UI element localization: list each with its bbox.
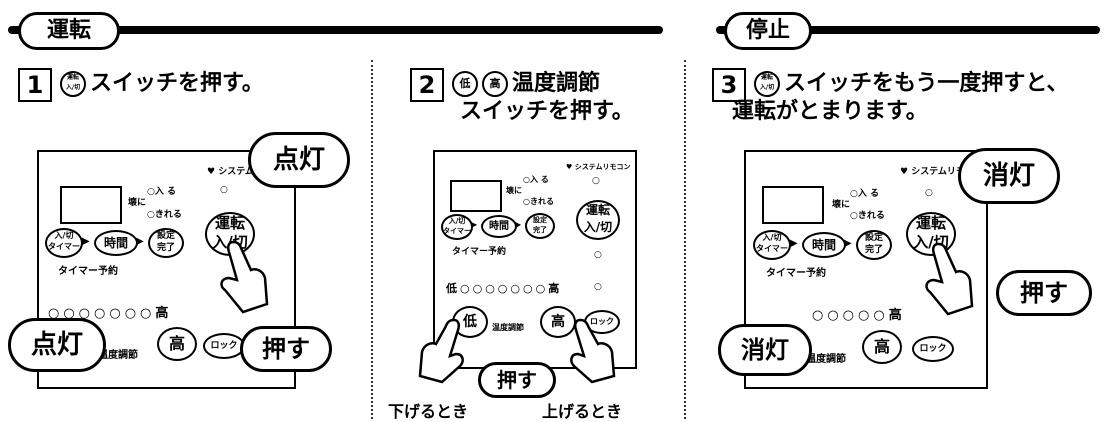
run-indicator-dot: ○ [925, 188, 933, 198]
indicator-on: ○入 る [850, 189, 879, 199]
hand-pointer-icon [220, 240, 269, 314]
set-button[interactable]: 設定完了 [525, 213, 555, 239]
arrow-icon: ▶ [844, 238, 852, 249]
press-callout: 押す [478, 362, 556, 398]
timer-button[interactable]: 入/切タイマー [753, 230, 791, 260]
lit-callout: 点灯 [8, 318, 106, 372]
press-callout: 押す [996, 270, 1092, 316]
indicator-off: ○きれる [523, 197, 554, 206]
indicator-dot: ○ [594, 250, 602, 260]
arrow-icon: ▶ [515, 220, 522, 229]
time-button[interactable]: 時間 [481, 215, 517, 238]
step-instruction: 低高温度調節 [452, 70, 600, 98]
temp-high-button[interactable]: 高 [157, 327, 197, 361]
lcd-display [60, 186, 122, 224]
temp-high-button[interactable]: 高 [540, 306, 576, 338]
indicator-mid: 壊に [832, 200, 851, 210]
hand-pointer-icon [418, 318, 464, 384]
run-indicator-dot: ○ [220, 185, 228, 195]
indicator-mid: 壊に [506, 186, 522, 195]
timer-caption: タイマー予約 [58, 266, 118, 277]
lcd-display [450, 180, 502, 212]
step-instruction: 運転入/切スイッチを押す。 [60, 70, 264, 98]
hand-pointer-icon [570, 318, 616, 384]
indicator-mid: 壊に [128, 198, 147, 208]
run-button[interactable]: 運転入/切 [576, 200, 620, 240]
temp-level-dots: 低○○○○○○○高 [446, 282, 563, 295]
step-number: 2 [410, 68, 444, 102]
temp-level-dots: ○○○○○高 [812, 308, 906, 323]
off-callout: 消灯 [958, 148, 1060, 204]
set-button[interactable]: 設定完了 [856, 230, 892, 260]
header-bar-run [8, 26, 663, 34]
temp-low-icon: 低 [452, 71, 478, 97]
set-button[interactable]: 設定完了 [148, 228, 184, 258]
header-run: 運転 [18, 12, 120, 50]
header-bar-stop [716, 26, 1100, 34]
indicator-on: ○入 る [147, 187, 176, 197]
press-callout: 押す [240, 326, 332, 372]
indicator-dot: ○ [594, 282, 602, 292]
run-switch-icon: 運転入/切 [754, 71, 780, 97]
temp-high-icon: 高 [482, 71, 508, 97]
off-callout: 消灯 [718, 324, 812, 376]
separator-1 [371, 60, 373, 419]
lcd-display [762, 186, 824, 224]
step-instruction: 運転入/切スイッチをもう一度押すと、 [754, 70, 1068, 98]
run-indicator-dot: ○ [592, 176, 600, 186]
temp-caption: 温度調節 [492, 323, 524, 332]
raise-caption: 上げるとき [542, 402, 623, 421]
time-button[interactable]: 時間 [94, 230, 138, 256]
lock-button[interactable]: ロック [203, 333, 245, 359]
arrow-icon: ▶ [790, 238, 798, 249]
run-switch-icon: 運転入/切 [60, 71, 86, 97]
time-button[interactable]: 時間 [802, 232, 846, 258]
timer-caption: タイマー予約 [452, 247, 507, 257]
indicator-off: ○きれる [850, 211, 885, 221]
lower-caption: 下げるとき [388, 402, 469, 421]
brand-label: ♥ システムリモコン [900, 167, 983, 177]
timer-caption: タイマー予約 [766, 268, 826, 279]
indicator-off: ○きれる [147, 210, 182, 220]
step-number: 1 [18, 68, 52, 102]
temp-caption: 温度調節 [806, 354, 846, 365]
lit-callout: 点灯 [248, 132, 350, 188]
timer-button[interactable]: 入/切タイマー [441, 214, 473, 240]
temp-high-button[interactable]: 高 [862, 330, 902, 364]
header-stop: 停止 [724, 12, 812, 50]
arrow-icon: ▶ [136, 236, 144, 247]
step-number: 3 [712, 68, 746, 102]
temp-level-dots: ○○○○○○○高 [48, 306, 173, 321]
temp-caption: 温度調節 [98, 350, 138, 361]
timer-button[interactable]: 入/切タイマー [45, 228, 83, 258]
step-instruction-line2: スイッチを押す。 [460, 99, 634, 124]
separator-2 [684, 60, 686, 419]
arrow-icon: ▶ [82, 236, 90, 247]
arrow-icon: ▶ [471, 220, 478, 229]
step-instruction-line2: 運転がとまります。 [732, 99, 928, 124]
brand-label: ♥ システムリモコン [566, 163, 631, 171]
lock-button[interactable]: ロック [912, 336, 954, 362]
hand-pointer-icon [925, 242, 974, 316]
indicator-on: ○入 る [523, 175, 549, 184]
